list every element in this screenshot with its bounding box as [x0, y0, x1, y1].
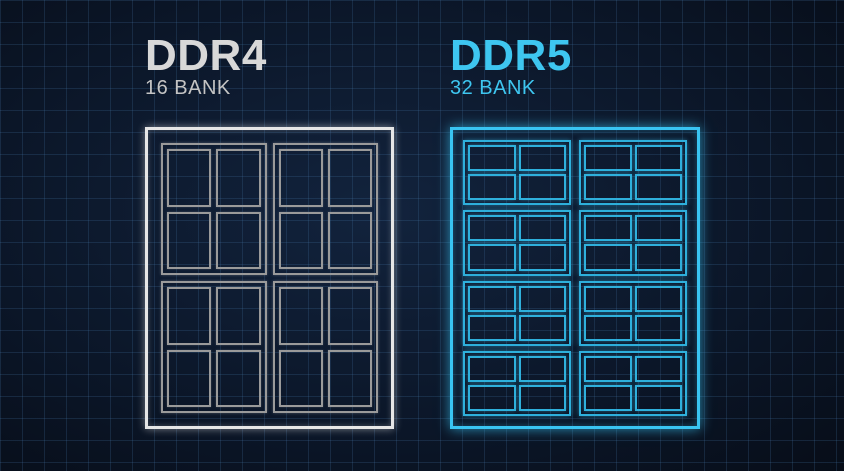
- bank: [634, 384, 682, 411]
- bank: [634, 314, 682, 341]
- bank: [278, 287, 323, 345]
- bank: [518, 145, 566, 172]
- bank: [634, 145, 682, 172]
- ddr5-title: DDR5: [450, 31, 572, 80]
- bank-group: [579, 140, 687, 206]
- bank: [634, 244, 682, 271]
- ddr5-chip: [450, 127, 700, 429]
- ddr4-bank-count: 16 BANK: [145, 77, 231, 99]
- bank: [167, 349, 212, 407]
- bank: [518, 244, 566, 271]
- bank: [216, 211, 261, 269]
- bank: [518, 314, 566, 341]
- bank: [468, 285, 516, 312]
- bank: [327, 287, 372, 345]
- bank: [518, 174, 566, 201]
- bank: [468, 355, 516, 382]
- bank: [518, 285, 566, 312]
- bank: [634, 215, 682, 242]
- bank-group: [161, 143, 267, 275]
- bank: [216, 349, 261, 407]
- bank: [167, 149, 212, 207]
- bank: [584, 384, 632, 411]
- bank: [468, 314, 516, 341]
- bank: [468, 215, 516, 242]
- bank: [327, 211, 372, 269]
- bank: [167, 287, 212, 345]
- ddr4-chip: [145, 127, 394, 429]
- bank: [584, 244, 632, 271]
- ddr4-title: DDR4: [145, 31, 267, 80]
- bank-group: [463, 210, 571, 276]
- bank: [167, 211, 212, 269]
- bank: [634, 355, 682, 382]
- bank: [327, 349, 372, 407]
- bank: [518, 384, 566, 411]
- bank: [584, 285, 632, 312]
- bank-group: [463, 140, 571, 206]
- bank: [278, 149, 323, 207]
- bank: [634, 174, 682, 201]
- bank: [518, 355, 566, 382]
- ddr5-bank-count: 32 BANK: [450, 77, 536, 99]
- bank-group: [161, 281, 267, 413]
- bank: [518, 215, 566, 242]
- bank: [584, 314, 632, 341]
- bank: [216, 287, 261, 345]
- bank: [468, 174, 516, 201]
- bank: [634, 285, 682, 312]
- bank: [584, 355, 632, 382]
- bank: [584, 174, 632, 201]
- bank-group: [272, 143, 378, 275]
- bank: [468, 244, 516, 271]
- bank: [278, 211, 323, 269]
- bank: [584, 215, 632, 242]
- bank: [327, 149, 372, 207]
- bank: [278, 349, 323, 407]
- bank-group: [579, 280, 687, 346]
- bank: [216, 149, 261, 207]
- bank: [468, 384, 516, 411]
- bank-group: [579, 210, 687, 276]
- bank: [468, 145, 516, 172]
- bank: [584, 145, 632, 172]
- bank-group: [463, 350, 571, 416]
- bank-group: [463, 280, 571, 346]
- bank-group: [272, 281, 378, 413]
- bank-group: [579, 350, 687, 416]
